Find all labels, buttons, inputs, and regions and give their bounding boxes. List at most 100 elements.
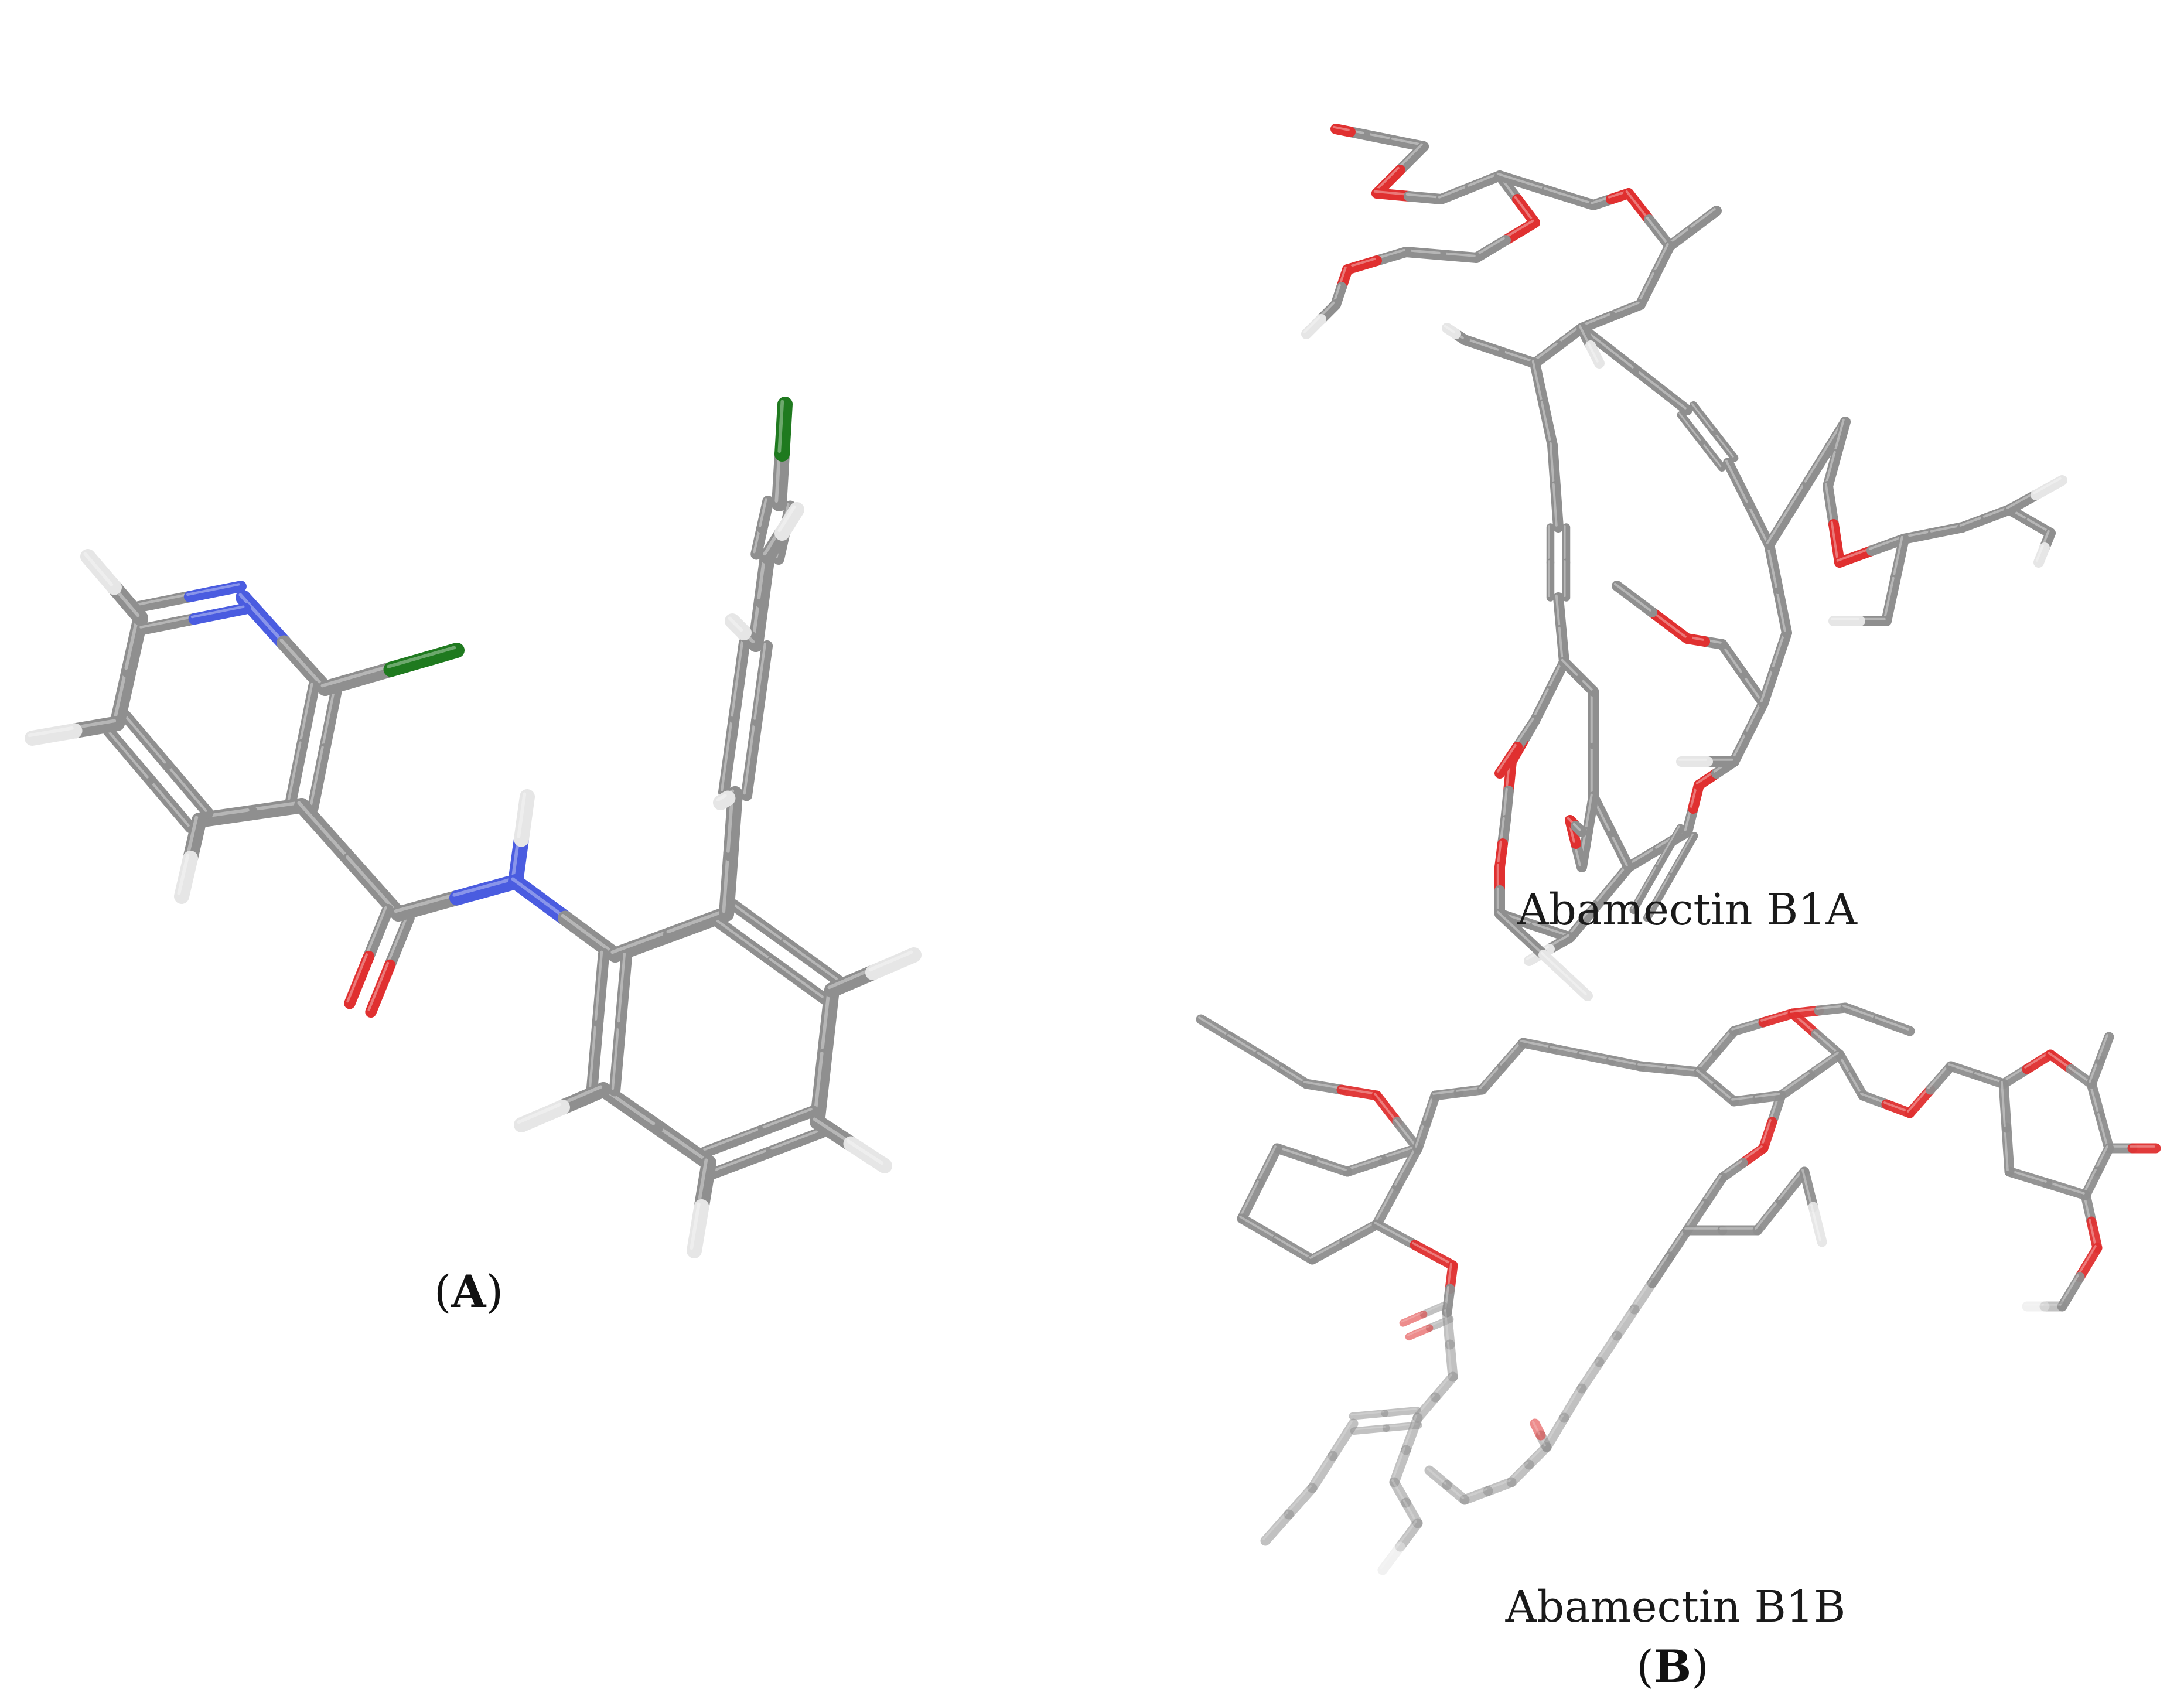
mol-b1b-bond-7-half-b [1272, 1234, 1318, 1265]
mol-a-bond-30-highlight [777, 505, 796, 533]
mol-a-bond-26-outer-highlight [753, 642, 766, 720]
mol-a-bond-12-highlight [452, 877, 515, 897]
mol-a-bond-29-half-a [772, 446, 790, 511]
mol-b1b-bond-7-highlight [1239, 1216, 1277, 1238]
mol-b1b-bond-20-highlight [1883, 1101, 1909, 1113]
mol-a-bond-11-inner-half-b [365, 959, 396, 1018]
mol-b1b-bond-7-half-a [1237, 1213, 1282, 1244]
mol-b1b-bond-54-highlight [1286, 1485, 1312, 1514]
mol-b1b-bond-0-highlight [1227, 1034, 1259, 1054]
mol-b1a-bond-57-highlight [2035, 544, 2044, 562]
mol-b1b-bond-58-highlight [1778, 1169, 1804, 1200]
mol-b1a-bond-56-highlight [2032, 477, 2062, 494]
mol-b1a-bond-9-highlight [1303, 316, 1320, 333]
mol-b1a-bond-55-half-b [1559, 657, 1584, 682]
mol-b1a-bond-36-highlight [1772, 629, 1786, 667]
mol-b1b-bond-60-highlight [1696, 1069, 1716, 1086]
mol-b1a-bond-39-inner-half-a [1697, 437, 1726, 472]
mol-b1b-bond-3-highlight [1374, 1093, 1397, 1121]
mol-b1b-bond-52-half-a [1328, 1418, 1359, 1461]
mol-a-bond-3-inner-half-a [144, 773, 196, 834]
mol-b1a-bond-13-half-b [1644, 214, 1675, 251]
mol-b1a-bond-52-inner-highlight [1668, 833, 1694, 876]
mol-b1b-bond-22-highlight [1948, 1063, 1977, 1074]
mol-b1a-bond-18-half-a [1494, 346, 1540, 369]
mol-b1b-bond-29-highlight [2077, 1245, 2097, 1277]
mol-b1a-bond-24-highlight [1531, 688, 1549, 720]
mol-b1b-bond-51-outer-half-b [1349, 1409, 1389, 1420]
mol-b1b-bond-51-inner-half-b [1350, 1424, 1390, 1435]
mol-b1a-bond-40-half-a [1629, 364, 1692, 415]
mol-b1a-bond-5-highlight [1502, 219, 1534, 240]
mol-b1b-bond-45-highlight [1427, 1468, 1446, 1485]
mol-b1b-bond-7-highlight [1274, 1236, 1312, 1259]
molecule-abamectin-b1b-stick-model [1196, 1002, 2161, 1575]
mol-a-bond-1-inner-half-a [319, 685, 342, 755]
mol-b1b-bond-49-highlight [1444, 1309, 1449, 1344]
mol-b1a-bond-15-half-a [1650, 241, 1675, 281]
mol-b1a-bond-52-outer-half-b [1629, 865, 1661, 915]
mol-b1b-bond-17-highlight [1731, 1019, 1763, 1031]
mol-a-bond-19-half-b [596, 1082, 664, 1134]
mol-b1a-bond-37-highlight [1766, 541, 1777, 588]
mol-b1a-bond-23-highlight [1558, 626, 1564, 661]
mol-b1a-bond-48-highlight [1883, 576, 1895, 620]
mol-b1b-bond-43-highlight [1532, 1421, 1540, 1435]
mol-b1a-bond-46-highlight [1959, 515, 1985, 527]
mol-b1a-bond-51-half-a [1647, 607, 1692, 644]
panel-a-label: (A) [434, 1265, 504, 1318]
panel-a-letter: A [451, 1265, 486, 1318]
mol-b1b-bond-45-half-b [1424, 1465, 1452, 1490]
mol-b1b-bond-5-half-b [1272, 1143, 1318, 1165]
mol-a-bond-31-highlight [716, 793, 727, 802]
mol-b1b-bond-60-highlight [1714, 1084, 1733, 1101]
mol-b1b-bond-4-highlight [1344, 1157, 1382, 1171]
mol-a-bond-3-outer-half-b [120, 710, 173, 770]
mol-a-bond-26-inner-highlight [721, 714, 733, 791]
mol-b1a-bond-62-highlight [1584, 793, 1593, 831]
mol-a-bond-31-half-b [713, 790, 736, 810]
mol-b1b-bond-46-half-b [1410, 1240, 1458, 1271]
mol-a-bond-20-outer-highlight [617, 953, 626, 1023]
mol-b1a-bond-19-half-b [1442, 323, 1461, 339]
mol-b1a-bond-20-highlight [1531, 360, 1543, 404]
mol-b1b-bond-18-half-b [1811, 1029, 1845, 1060]
mol-a-bond-26-inner-highlight [731, 639, 744, 717]
mol-b1a-bond-27-highlight [1499, 817, 1505, 843]
mol-a-bond-20-inner-half-a [586, 1015, 604, 1095]
mol-a-bond-26-inner-half-b [728, 637, 750, 724]
mol-a-bond-14-highlight [561, 913, 615, 954]
mol-b1a-bond-39-outer-half-b [1689, 401, 1718, 436]
mol-b1b-bond-25-half-a [2086, 1079, 2105, 1121]
mol-b1b-bond-46-half-a [1371, 1219, 1420, 1250]
mol-b1b-bond-34-highlight [1778, 1072, 1810, 1095]
mol-b1b-bond-53-highlight [1403, 1415, 1417, 1449]
mol-b1b-bond-56-highlight [1397, 1520, 1417, 1546]
mol-b1a-bond-2-highlight [1405, 193, 1441, 199]
mol-b1a-bond-5-half-b [1471, 235, 1511, 263]
mol-b1b-bond-12-highlight [1479, 1063, 1502, 1089]
mol-b1b-bond-52-highlight [1309, 1453, 1332, 1487]
mol-b1a-bond-3-highlight [1467, 172, 1499, 187]
mol-b1b-bond-58-highlight [1755, 1198, 1780, 1230]
mol-b1b-bond-4-highlight [1380, 1145, 1417, 1159]
mol-b1a-bond-41-highlight [1766, 480, 1807, 544]
mol-b1a-bond-23-half-a [1553, 592, 1567, 635]
mol-b1a-bond-43-half-a [1823, 481, 1839, 530]
mol-a-bond-11-outer-half-a [363, 903, 394, 963]
mol-b1b-bond-21-half-b [1925, 1061, 1956, 1095]
mol-b1a-bond-19-highlight [1444, 325, 1455, 333]
mol-a-bond-5-outer-half-b [188, 603, 251, 625]
mol-b1b-bond-8-highlight [1342, 1222, 1376, 1241]
mol-a-bond-1-outer-half-b [285, 739, 308, 809]
mol-b1a-bond-56-highlight [2006, 492, 2035, 509]
mol-b1b-bond-9-highlight [1374, 1183, 1397, 1224]
mol-b1b-bond-32-half-a [2001, 1122, 2015, 1177]
mol-b1a-bond-41-highlight [1804, 418, 1845, 483]
mol-b1b-bond-40-highlight [1579, 1359, 1599, 1388]
abamectin-b1b-caption: Abamectin B1B [1505, 1582, 1846, 1632]
mol-b1a-bond-11-highlight [1543, 187, 1593, 204]
mol-b1a-bond-52-outer-highlight [1654, 825, 1680, 869]
mol-b1a-bond-35-half-b [1717, 639, 1748, 679]
mol-a-bond-11-outer-highlight [346, 953, 368, 1003]
